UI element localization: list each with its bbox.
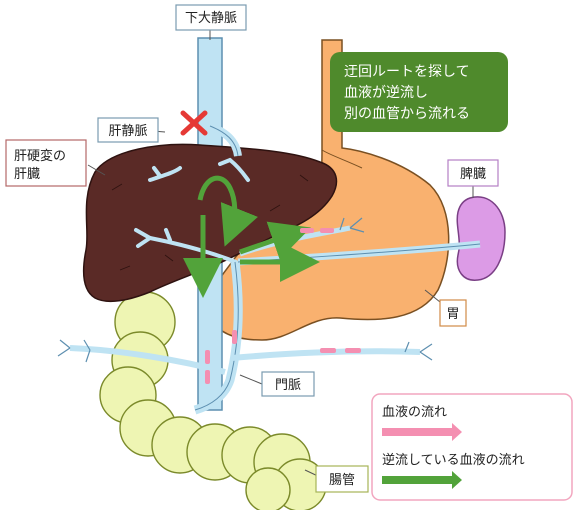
label-cirrhotic-liver: 肝硬変の 肝臓: [5, 139, 87, 187]
label-ivc-text: 下大静脈: [185, 11, 237, 26]
label-hepatic-vein: 肝静脈: [97, 117, 159, 143]
callout-box: 迂回ルートを探して 血液が逆流し 別の血管から流れる: [330, 52, 508, 132]
normal-flow-arrows: [205, 228, 361, 384]
label-spleen: 脾臓: [447, 159, 499, 187]
callout-line1: 迂回ルートを探して: [344, 64, 470, 80]
label-spleen-text: 脾臓: [460, 167, 486, 182]
legend-reverse-label: 逆流している血液の流れ: [382, 452, 525, 468]
liver-texture: [111, 174, 309, 271]
legend-normal-label: 血液の流れ: [382, 405, 447, 420]
label-portal-vein: 門脈: [261, 371, 315, 397]
callout-line3: 別の血管から流れる: [344, 106, 470, 122]
label-stomach-text: 胃: [446, 307, 459, 322]
label-stomach: 胃: [439, 299, 467, 327]
label-ivc: 下大静脈: [175, 4, 247, 31]
label-hepatic-vein-text: 肝静脈: [108, 124, 147, 139]
liver-vessels: [134, 158, 250, 264]
intestine: [99, 291, 327, 510]
callout-line2: 血液が逆流し: [344, 85, 428, 101]
spleen: [456, 196, 506, 281]
label-intestine: 腸管: [315, 465, 369, 493]
legend-reverse-arrow: [382, 471, 462, 489]
label-liver-line1: 肝硬変の: [14, 148, 66, 164]
legend-normal-arrow: [382, 423, 462, 441]
blocked-mark: [180, 110, 208, 136]
legend: 血液の流れ 逆流している血液の流れ: [371, 393, 573, 501]
label-intestine-text: 腸管: [329, 473, 355, 488]
label-liver-line2: 肝臓: [14, 167, 40, 182]
mesenteric-vein-left: [69, 345, 226, 375]
reverse-flow-arrows: [183, 175, 320, 298]
label-portal-vein-text: 門脈: [275, 378, 301, 393]
